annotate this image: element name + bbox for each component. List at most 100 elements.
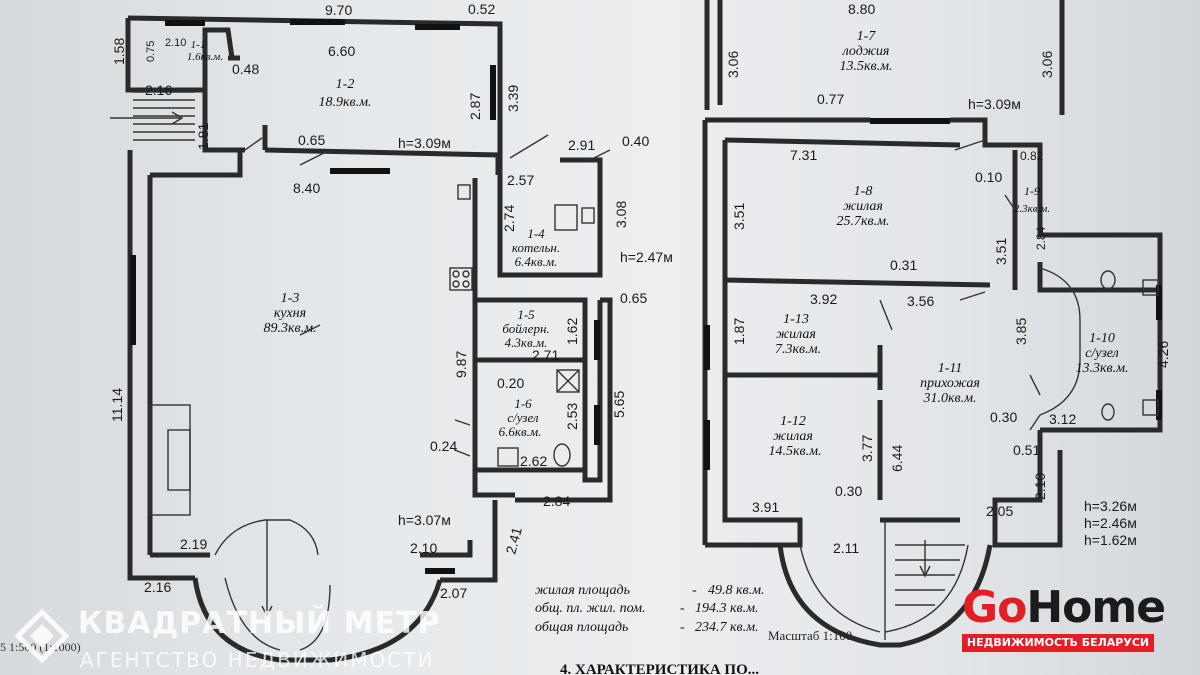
room-1-11-num: 1-11 [938,361,963,376]
dim-h-list3: h=1.62м [1084,532,1137,548]
room-1-4-name: котельн. [512,240,560,255]
dim-r110-right: 4.26 [1155,341,1171,368]
room-1-3-area: 89.3кв.м. [263,321,316,336]
agency-watermark-title: КВАДРАТНЫЙ МЕТР [78,606,441,641]
dim-r18-top: 7.31 [790,147,817,163]
dim-top-inner: 6.60 [328,43,355,59]
dim-loggia-l: 3.06 [725,51,741,78]
dim-r111-bottom: 2.05 [986,503,1013,519]
room-1-5-num: 1-5 [517,307,535,322]
agency-logo-icon [14,608,70,664]
room-1-1-area: 1.6кв.м. [187,51,223,63]
dim-stair-h: 1.81 [195,123,211,150]
dim-r18-door: 0.77 [817,91,844,107]
room-1-4-area: 6.4кв.м. [515,254,558,269]
dim-kitchen-top: 8.40 [293,180,320,196]
gohome-logo-home: Home [1026,582,1166,633]
dim-r18-left: 3.51 [731,203,747,230]
room-1-2-area: 18.9кв.м. [318,95,371,110]
dim-r14-left: 2.57 [507,172,534,188]
dim-r112-bottom: 3.91 [752,499,779,515]
area-summary: жилая площадь - 49.8 кв.м. общ. пл. жил.… [535,583,765,635]
left-plan-dimensions: 9.70 6.60 0.52 1.58 2.10 0.75 2.16 1.81 … [109,1,673,601]
dim-r12-right1: 2.87 [467,93,483,120]
dim-r12-right2: 3.39 [505,85,521,112]
room-1-13-num: 1-13 [783,312,809,327]
room-1-6-area: 6.6кв.м. [499,424,542,439]
room-1-6-num: 1-6 [514,396,532,411]
dim-r11b: 0.75 [145,41,157,62]
summary-total-label: общая площадь [535,620,628,635]
room-1-13-area: 7.3кв.м. [775,342,821,357]
room-1-10-num: 1-10 [1089,331,1115,346]
dim-r113-top: 3.92 [810,291,837,307]
room-1-11-area: 31.0кв.м. [922,391,976,406]
dim-r112-h1: 3.77 [859,435,875,462]
dim-bay-ll: 2.16 [144,579,171,595]
dim-bay-rr: 2.07 [440,585,467,601]
dim-r14-win: 0.40 [622,133,649,149]
dim-r110-gap: 0.30 [990,409,1017,425]
dim-corridor: 0.65 [298,132,325,148]
room-1-9-area: 2.3кв.м. [1014,203,1050,215]
room-1-8-area: 25.7кв.м. [836,214,889,229]
dim-kitchen-left: 11.14 [109,388,125,422]
dim-r15-right: 1.62 [564,318,580,345]
summary-total-living-value: 194.3 кв.м. [695,601,759,616]
dim-top-total: 9.70 [325,2,352,18]
dim-r16-h2: 5.65 [611,391,627,418]
room-1-8-name: жилая [843,199,883,214]
dim-r110-h: 3.85 [1013,318,1029,345]
right-plan-rooms: 1-7 лоджия 13.5кв.м. 1-8 жилая 25.7кв.м.… [768,29,1128,459]
dim-h-main-right: h=3.09м [968,96,1021,112]
dim-r15-w: 2.71 [532,347,559,363]
dim-h-list1: h=3.26м [1084,498,1137,514]
room-1-10-name: с/узел [1085,346,1119,361]
section-title-cut: 4. ХАРАКТЕРИСТИКА ПО... [560,662,760,675]
dim-r16-w: 2.62 [520,453,547,469]
dim-r15-win: 0.65 [620,290,647,306]
dim-r-stair-w: 2.11 [833,540,859,556]
gohome-logo: GoHome НЕДВИЖИМОСТЬ БЕЛАРУСИ [962,582,1166,652]
room-1-3-num: 1-3 [281,291,300,306]
room-1-11-name: прихожая [920,376,980,391]
agency-watermark-subtitle: АГЕНТСТВО НЕДВИЖИМОСТИ [80,648,435,672]
right-plan-walls [702,0,1163,648]
summary-living-label: жилая площадь [535,583,630,598]
dim-top-right: 0.52 [468,1,495,17]
room-1-9-num: 1-9 [1024,184,1040,198]
dim-r12-door: 0.48 [232,61,259,77]
dim-kitchen-right: 9.87 [453,351,469,378]
room-1-10-area: 13.3кв.м. [1075,361,1128,376]
dim-r-top-total: 8.80 [848,1,875,17]
dim-r112-gap: 0.30 [835,483,862,499]
dim-h-boiler: h=2.47м [620,249,673,265]
dim-r113-left: 1.87 [731,318,747,345]
summary-living-value: 49.8 кв.м. [708,583,765,598]
dim-r18-gap: 0.31 [890,257,917,273]
summary-total-dash: - [680,620,685,635]
gohome-logo-title: GoHome [962,582,1166,634]
dim-bay-l: 2.19 [180,536,207,552]
gohome-logo-subtitle: НЕДВИЖИМОСТЬ БЕЛАРУСИ [962,634,1154,652]
dim-h-list2: h=2.46м [1084,515,1137,531]
room-1-12-num: 1-12 [780,414,806,429]
room-1-3-name: кухня [274,306,306,321]
dim-r16-gap: 0.24 [430,438,457,454]
room-1-5-area: 4.3кв.м. [505,335,548,350]
room-1-1-num: 1-1 [191,39,206,51]
dim-r11a: 2.10 [165,37,186,49]
summary-total-living-dash: - [680,601,685,616]
room-1-7-num: 1-7 [857,29,877,44]
dim-r19-door: 0.10 [975,169,1002,185]
dim-loggia-r: 3.06 [1039,51,1055,78]
dim-h-main-left: h=3.09м [398,135,451,151]
dim-r112-h2: 6.44 [889,445,905,472]
dim-h-kitchen: h=3.07м [398,512,451,528]
room-1-12-name: жилая [773,429,813,444]
gohome-logo-go: Go [962,582,1027,633]
dim-diag: 2.41 [502,525,525,556]
dim-r111-right: 2.10 [1032,473,1048,500]
